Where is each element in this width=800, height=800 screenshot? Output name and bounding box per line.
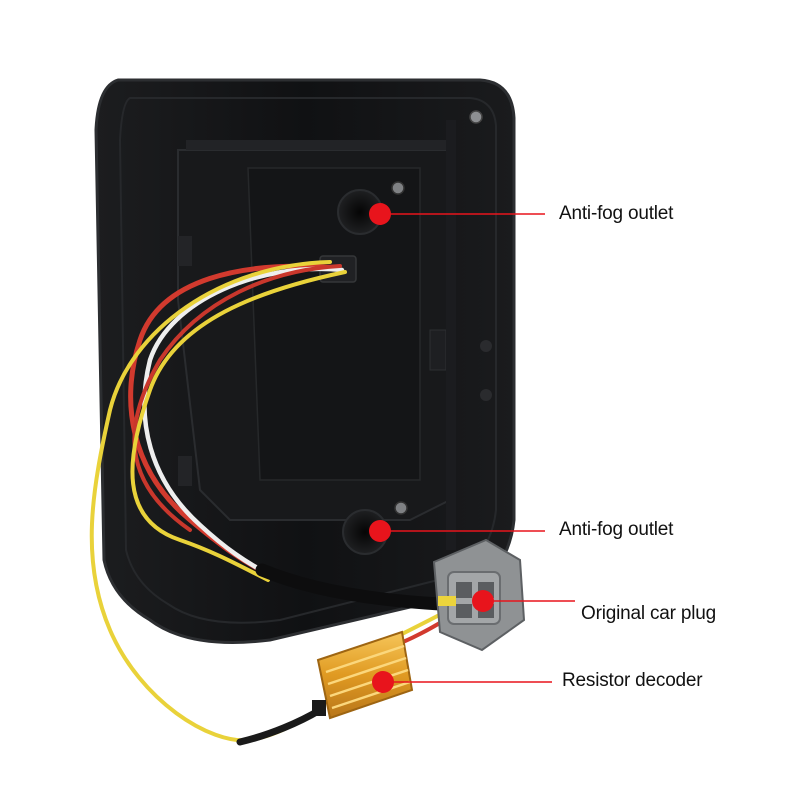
resistor-decoder-label: Resistor decoder — [562, 670, 703, 691]
original-car-plug-label: Original car plug — [581, 603, 716, 624]
callout-graphics — [369, 203, 575, 693]
wire-harness — [89, 260, 450, 746]
anti-fog-outlet-label: Anti-fog outlet — [559, 519, 674, 540]
anti-fog-outlet-label: Anti-fog outlet — [559, 203, 674, 224]
marker-dot — [369, 203, 391, 225]
resistor-decoder-part — [312, 630, 414, 720]
marker-dot — [472, 590, 494, 612]
marker-dot — [372, 671, 394, 693]
marker-dot — [369, 520, 391, 542]
tail-light-housing — [94, 78, 516, 644]
